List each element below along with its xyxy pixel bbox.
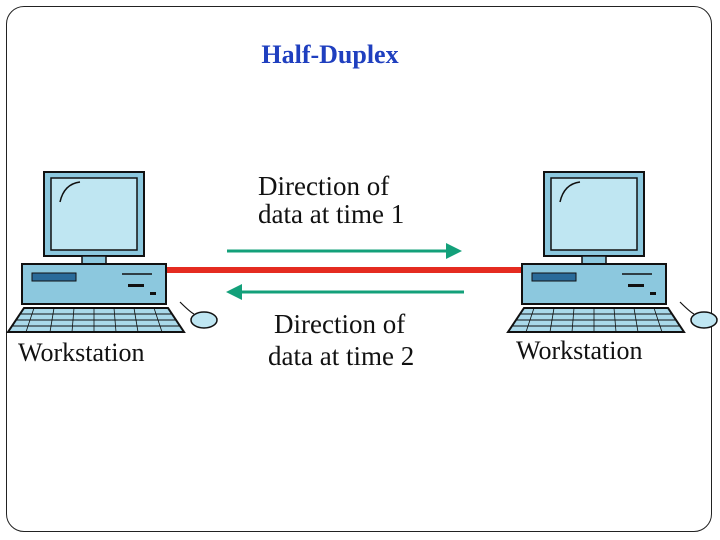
slide-frame [6, 6, 712, 532]
right-computer-icon [507, 171, 685, 333]
right-workstation-label: Workstation [516, 336, 643, 365]
left-computer-icon [7, 171, 185, 333]
time1-label: Direction of data at time 1 [258, 172, 404, 228]
time1-line2: data at time 1 [258, 199, 405, 229]
left-mouse-icon [179, 301, 218, 329]
arrow-right-icon [227, 243, 462, 259]
arrow-left-icon [226, 284, 464, 300]
slide-title: Half-Duplex [261, 40, 399, 69]
time2-label: Direction of data at time 2 [268, 310, 414, 370]
time2-line1: Direction of [274, 309, 406, 339]
left-workstation-label: Workstation [18, 338, 145, 367]
time1-line1: Direction of [258, 171, 390, 201]
right-mouse-icon [679, 301, 718, 329]
time2-line2: data at time 2 [268, 341, 415, 371]
